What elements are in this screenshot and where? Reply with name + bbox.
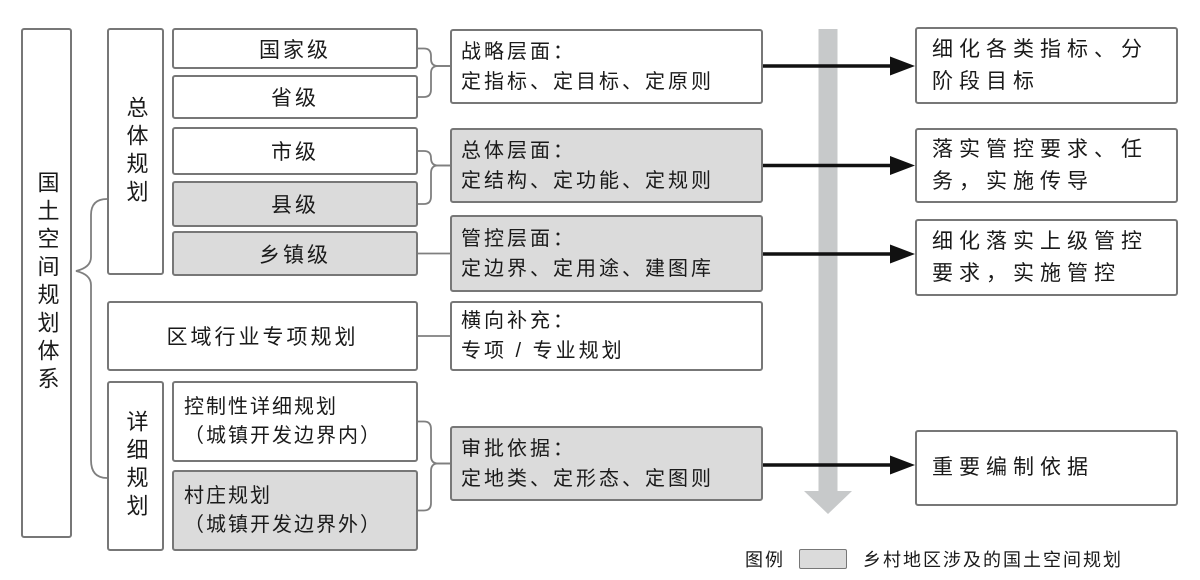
outcome-refine-control-line1: 细化落实上级管控 — [932, 229, 1148, 253]
outcome-box-refine-control: 细化落实上级管控 要求，实施管控 — [915, 219, 1178, 296]
connector-regulatory-approval — [418, 420, 450, 465]
root-brace-connector — [75, 198, 108, 479]
level-box-township: 乡镇级 — [172, 231, 418, 276]
outcome-indicators-line2: 阶段目标 — [932, 69, 1040, 93]
legend: 图例 乡村地区涉及的国土空间规划 — [745, 547, 1123, 571]
outcome-box-implementation: 落实管控要求、任 务，实施传导 — [915, 128, 1178, 203]
level-label-township: 乡镇级 — [259, 243, 331, 267]
legend-label: 图例 — [745, 550, 785, 570]
aspect-box-horizontal: 横向补充： 专项 / 专业规划 — [450, 301, 763, 371]
detailed-plan-village-line1: 村庄规划 — [184, 484, 272, 507]
aspect-strategic-body: 定指标、定目标、定原则 — [461, 70, 714, 93]
aspect-approval-body: 定地类、定形态、定图则 — [461, 467, 714, 490]
detailed-plan-box-regulatory: 控制性详细规划 （城镇开发边界内） — [172, 381, 418, 462]
aspect-box-strategic: 战略层面： 定指标、定目标、定原则 — [450, 29, 763, 104]
detailed-plan-regulatory-line1: 控制性详细规划 — [184, 395, 338, 418]
root-system-box: 国土空间规划体系 — [21, 28, 72, 538]
level-box-municipal: 市级 — [172, 127, 418, 175]
aspect-overall-title: 总体层面： — [461, 139, 576, 162]
link-arrow-approval — [763, 455, 915, 475]
level-label-municipal: 市级 — [271, 141, 319, 164]
aspect-horizontal-body: 专项 / 专业规划 — [461, 340, 625, 362]
aspect-approval-title: 审批依据： — [461, 437, 576, 460]
aspect-box-approval: 审批依据： 定地类、定形态、定图则 — [450, 426, 763, 501]
flow-arrow-down — [804, 29, 852, 514]
aspect-box-control: 管控层面： 定边界、定用途、建图库 — [450, 215, 763, 292]
level-box-provincial: 省级 — [172, 75, 418, 119]
regional-special-planning-label: 区域行业专项规划 — [166, 326, 359, 349]
overall-planning-label-box: 总体规划 — [107, 28, 164, 275]
aspect-strategic-title: 战略层面： — [461, 40, 576, 63]
level-box-national: 国家级 — [172, 28, 418, 69]
detailed-planning-label-box: 详细规划 — [107, 381, 164, 551]
connector-provincial-strategic — [418, 65, 450, 98]
regional-special-planning-box: 区域行业专项规划 — [107, 301, 418, 371]
outcome-compilation-basis-line1: 重要编制依据 — [932, 456, 1094, 479]
level-box-county: 县级 — [172, 181, 418, 227]
connector-national-strategic — [418, 47, 450, 67]
outcome-box-compilation-basis: 重要编制依据 — [915, 430, 1178, 506]
link-arrow-strategic — [763, 56, 915, 76]
aspect-control-body: 定边界、定用途、建图库 — [461, 257, 714, 280]
legend-swatch — [799, 549, 847, 569]
connector-village-approval — [418, 462, 450, 512]
detailed-plan-regulatory-line2: （城镇开发边界内） — [184, 424, 382, 447]
aspect-overall-body: 定结构、定功能、定规则 — [461, 169, 714, 192]
level-label-provincial: 省级 — [271, 87, 319, 110]
link-arrow-overall — [763, 156, 915, 175]
outcome-implementation-line2: 务，实施传导 — [932, 169, 1094, 193]
aspect-horizontal-title: 横向补充： — [461, 310, 576, 332]
connector-county-overall — [418, 164, 450, 205]
outcome-refine-control-line2: 要求，实施管控 — [932, 261, 1121, 285]
aspect-control-title: 管控层面： — [461, 227, 576, 250]
root-system-label: 国土空间规划体系 — [34, 171, 60, 395]
aspect-box-overall: 总体层面： 定结构、定功能、定规则 — [450, 128, 763, 203]
link-arrow-control — [763, 244, 915, 264]
detailed-planning-label: 详细规划 — [123, 410, 149, 522]
outcome-implementation-line1: 落实管控要求、任 — [932, 137, 1148, 161]
connector-municipal-overall — [418, 150, 450, 167]
outcome-box-indicators: 细化各类指标、分 阶段目标 — [915, 27, 1178, 104]
detailed-plan-box-village: 村庄规划 （城镇开发边界外） — [172, 470, 418, 551]
level-label-county: 县级 — [271, 194, 319, 217]
detailed-plan-village-line2: （城镇开发边界外） — [184, 513, 382, 536]
level-label-national: 国家级 — [259, 38, 331, 62]
overall-planning-label: 总体规划 — [123, 95, 149, 208]
outcome-indicators-line1: 细化各类指标、分 — [932, 37, 1148, 61]
legend-text: 乡村地区涉及的国土空间规划 — [863, 550, 1123, 570]
